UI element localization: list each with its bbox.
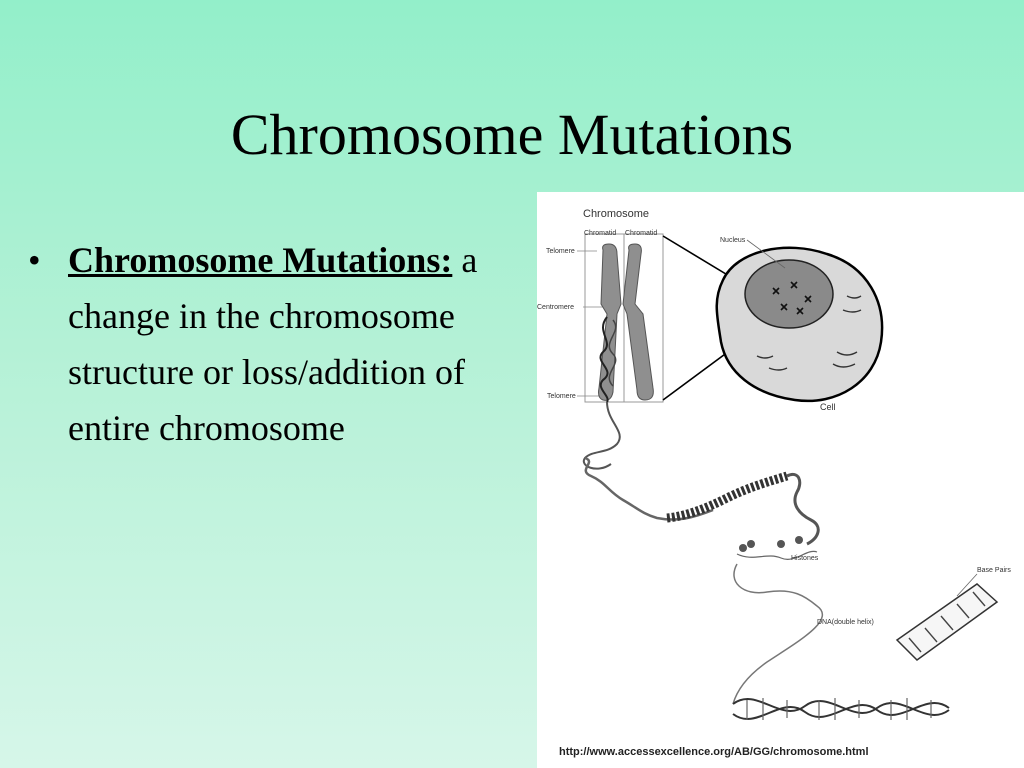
histone-beads [736, 536, 818, 560]
source-url: http://www.accessexcellence.org/AB/GG/ch… [559, 746, 869, 758]
label-chromatid-right: Chromatid [625, 230, 657, 237]
bullet-text: Chromosome Mutations: a change in the ch… [68, 232, 538, 456]
solenoid-fiber [666, 471, 789, 523]
cell-illustration [715, 246, 884, 403]
label-chromatid-left: Chromatid [584, 230, 616, 237]
label-cell: Cell [820, 402, 836, 412]
label-histones: Histones [791, 555, 819, 562]
label-centromere: Centromere [537, 304, 574, 311]
chromosome-diagram: Chromosome Chromatid Chromatid Telomere … [537, 208, 1011, 758]
label-nucleus: Nucleus [720, 237, 746, 244]
leader-base-pairs [956, 573, 978, 597]
bullet-term: Chromosome Mutations: [68, 240, 453, 280]
label-dna: DNA(double helix) [817, 619, 874, 626]
chromosome-figure: Chromosome Chromatid Chromatid Telomere … [537, 192, 1024, 768]
label-telomere-top: Telomere [546, 248, 575, 255]
dna-double-helix [732, 698, 950, 720]
chromosome-shape [598, 243, 654, 403]
fiber-loop [786, 473, 820, 546]
dna-linker [732, 563, 824, 705]
slide-title: Chromosome Mutations [230, 102, 794, 167]
label-base-pairs: Base Pairs [977, 567, 1011, 574]
bullet-marker: • [28, 240, 41, 280]
leader-nucleus [746, 239, 786, 269]
base-pairs-ladder [895, 583, 999, 661]
nucleus-shape [744, 259, 834, 329]
bullet-definition: a change in the chromosome structure or … [68, 240, 478, 448]
figure-heading: Chromosome [583, 208, 649, 220]
chromatin-strand [582, 401, 621, 470]
label-telomere-bottom: Telomere [547, 393, 576, 400]
